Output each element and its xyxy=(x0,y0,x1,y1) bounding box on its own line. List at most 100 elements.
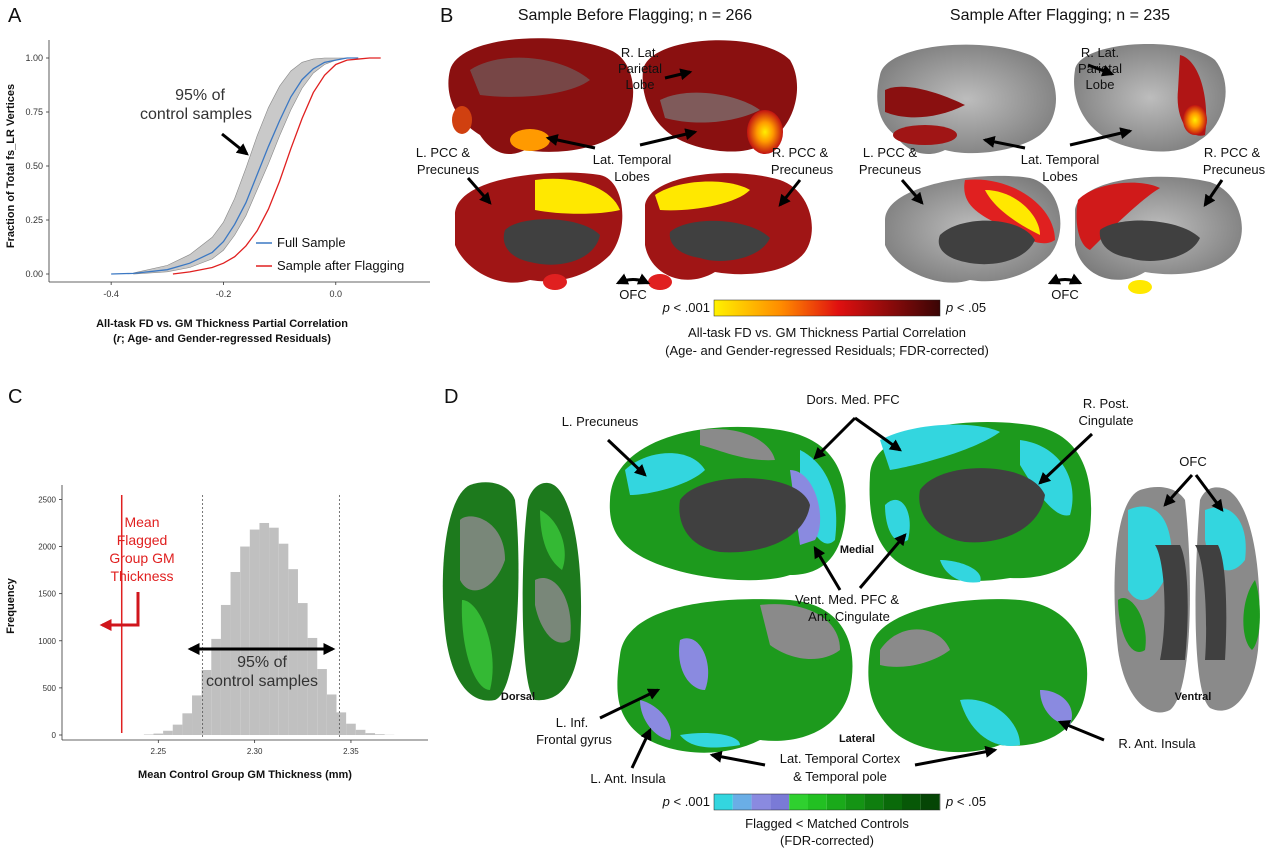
arrow-d-ltemp-right xyxy=(914,745,998,767)
brain-b-after-lateral-left xyxy=(877,44,1057,155)
colorbar-d-block xyxy=(826,794,846,810)
arrow-b-after-temporal-left xyxy=(982,135,1026,150)
arrow-b-after-temporal-right xyxy=(1069,127,1133,147)
label-d-vmpfc-1: Vent. Med. PFC & xyxy=(795,592,899,607)
arrow-d-rpost xyxy=(1038,432,1094,485)
histogram-bar xyxy=(153,733,164,735)
label-d-linf-2: Frontal gyrus xyxy=(536,732,612,747)
arrow-b-before-temporal-right xyxy=(639,128,698,147)
arrow-b-after-ofc xyxy=(1047,273,1083,285)
y-tick-label-a: 1.00 xyxy=(25,53,43,63)
histogram-bar xyxy=(182,713,193,735)
brain-d-medial-right xyxy=(869,422,1092,583)
arrow-b-before-rpcc xyxy=(778,179,802,207)
title-before-flagging: Sample Before Flagging; n = 266 xyxy=(518,7,752,24)
colorbar-d-block xyxy=(751,794,771,810)
label-b-before-lpcc-1: L. PCC & xyxy=(416,145,471,160)
histogram-bar xyxy=(163,730,173,735)
label-b-after-ofc: OFC xyxy=(1051,287,1078,302)
label-d-rpost-1: R. Post. xyxy=(1083,396,1129,411)
label-d-dmpfc: Dors. Med. PFC xyxy=(806,392,899,407)
label-d-medial: Medial xyxy=(840,544,874,556)
x-axis-label-a: All-task FD vs. GM Thickness Partial Cor… xyxy=(96,318,348,330)
label-d-vmpfc-2: Ant. Cingulate xyxy=(808,609,890,624)
colorbar-d: p < .001 p < .05 Flagged < Matched Contr… xyxy=(662,793,986,848)
brain-d-medial-left xyxy=(609,426,846,581)
brain-d-ventral xyxy=(1114,487,1260,713)
label-b-after-parietal-1: R. Lat. xyxy=(1081,45,1119,60)
band-annotation-line1: 95% of xyxy=(175,87,225,104)
arrow-b-before-temporal-left xyxy=(545,134,596,150)
x-tick-label-c: 2.25 xyxy=(151,747,167,756)
arrow-d-ofc-right xyxy=(1194,474,1224,512)
colorbar-b: p < .001 p < .05 All-task FD vs. GM Thic… xyxy=(662,299,989,358)
flag-arrow xyxy=(99,592,140,631)
label-b-before-parietal-2: Parietal xyxy=(618,61,662,76)
colorbar-d-block xyxy=(864,794,884,810)
histogram-bar xyxy=(172,724,183,735)
y-tick-label-a: 0.00 xyxy=(25,269,43,279)
ci-annotation-1: 95% of xyxy=(237,654,287,671)
y-tick-label-c: 1500 xyxy=(38,590,56,599)
y-tick-label-c: 2500 xyxy=(38,495,56,504)
colorbar-b-gradient xyxy=(713,299,941,317)
histogram-bar xyxy=(297,603,308,735)
y-tick-label-c: 2000 xyxy=(38,543,56,552)
colorbar-d-frame xyxy=(713,793,941,811)
label-d-rpost-2: Cingulate xyxy=(1079,413,1134,428)
histogram-bar xyxy=(346,723,356,735)
colorbar-d-blocks xyxy=(713,793,941,811)
series-line-flagged xyxy=(172,57,381,275)
colorbar-d-block xyxy=(789,794,808,810)
brain-b-before-lateral-left xyxy=(448,38,634,155)
arrow-b-before-parietal xyxy=(664,68,693,81)
histogram-bar xyxy=(365,733,376,735)
label-b-after-rpcc-1: R. PCC & xyxy=(1204,145,1261,160)
colorbar-d-block xyxy=(845,794,865,810)
y-tick-label-c: 1000 xyxy=(38,637,56,646)
label-b-before-rpcc-1: R. PCC & xyxy=(772,145,829,160)
label-b-after-lpcc-2: Precuneus xyxy=(859,162,922,177)
ci-annotation-2: control samples xyxy=(206,673,318,690)
colorbar-d-caption-1: Flagged < Matched Controls xyxy=(745,816,909,831)
histogram-bar xyxy=(355,729,366,735)
flag-annotation-2: Flagged xyxy=(117,532,168,548)
histogram-bar xyxy=(336,712,347,735)
legend-label-flagged: Sample after Flagging xyxy=(277,258,404,273)
label-b-before-temporal-2: Lobes xyxy=(614,169,650,184)
label-b-after-temporal-2: Lobes xyxy=(1042,169,1078,184)
histogram-bar xyxy=(201,669,212,735)
histogram-bar xyxy=(307,637,318,735)
arrow-d-dmpfc-left xyxy=(813,416,857,460)
label-d-lateral: Lateral xyxy=(839,733,875,745)
band-arrow xyxy=(221,132,249,156)
label-b-after-lpcc-1: L. PCC & xyxy=(863,145,918,160)
histogram-bar xyxy=(211,638,221,735)
colorbar-d-block xyxy=(902,794,921,810)
label-d-rins: R. Ant. Insula xyxy=(1118,736,1196,751)
arrow-d-lins xyxy=(630,727,652,769)
brain-b-before-lateral-right xyxy=(642,40,798,154)
band-annotation-line2: control samples xyxy=(140,106,252,123)
brain-b-before-medial-left xyxy=(455,172,623,290)
y-tick-label-a: 0.75 xyxy=(25,107,43,117)
colorbar-d-block xyxy=(808,794,827,810)
label-d-ltemp-1: Lat. Temporal Cortex xyxy=(780,751,901,766)
arrow-b-after-lpcc xyxy=(900,179,924,205)
colorbar-b-caption-1: All-task FD vs. GM Thickness Partial Cor… xyxy=(688,325,966,340)
panel-label-a: A xyxy=(8,5,22,27)
label-b-before-lpcc-2: Precuneus xyxy=(417,162,480,177)
colorbar-b-left-label: p < .001 xyxy=(662,300,710,315)
flag-annotation-4: Thickness xyxy=(110,568,173,584)
arrow-b-before-lpcc xyxy=(466,177,492,205)
arrow-d-ltemp-left xyxy=(709,750,766,767)
label-b-before-temporal-1: Lat. Temporal xyxy=(593,152,672,167)
arrow-d-vmpfc-right xyxy=(858,533,907,589)
arrow-b-before-ofc xyxy=(615,273,651,285)
colorbar-d-block xyxy=(883,794,902,810)
panel-label-b: B xyxy=(440,5,453,27)
brain-b-after-medial-right xyxy=(1075,176,1242,294)
x-tick-label-a: -0.2 xyxy=(216,289,232,299)
